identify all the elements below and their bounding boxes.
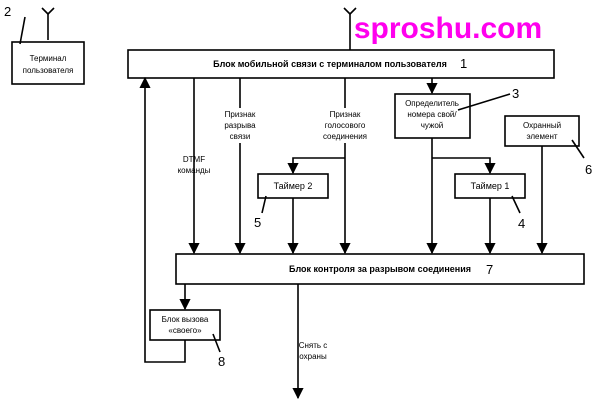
determinant-label-3: чужой (421, 121, 444, 130)
terminal-label-1: Терминал (30, 54, 67, 63)
control-block: Блок контроля за разрывом соединения (175, 253, 585, 285)
timer1-label: Таймер 1 (471, 181, 510, 191)
determinant-label-2: номера свой/ (407, 110, 457, 119)
determinant-block: Определитель номера свой/ чужой (394, 93, 471, 139)
disarm-label-2: охраны (299, 352, 327, 361)
mobile-antenna-icon (343, 7, 357, 50)
control-label: Блок контроля за разрывом соединения (289, 264, 471, 274)
call-block: Блок вызова «своего» (149, 309, 221, 341)
call-number: 8 (218, 354, 225, 369)
call-label-2: «своего» (168, 326, 202, 335)
voice-to-timer2-arrow (287, 157, 345, 175)
voice-label-3: соединения (323, 132, 367, 141)
disarm-label-1: Снять с (299, 341, 328, 350)
terminal-number: 2 (4, 4, 11, 19)
voice-label-1: Признак (330, 110, 361, 119)
security-block: Охранный элемент (504, 115, 580, 147)
control-number: 7 (486, 262, 493, 277)
watermark: sproshu.com (354, 12, 542, 45)
timer1-block: Таймер 1 (454, 173, 526, 199)
mobile-label: Блок мобильной связи с терминалом пользо… (213, 59, 447, 69)
voice-label-2: голосового (325, 121, 366, 130)
determinant-number-leader (457, 93, 511, 111)
security-label-1: Охранный (523, 121, 561, 130)
break-label-2: разрыва (224, 121, 256, 130)
security-number-leader (571, 139, 585, 159)
timer2-number-leader (261, 195, 267, 214)
call-number-leader (212, 333, 221, 353)
timer2-block: Таймер 2 (257, 173, 329, 199)
mobile-number: 1 (460, 56, 467, 71)
feedback-connector (139, 76, 186, 363)
timer2-label: Таймер 2 (274, 181, 313, 191)
call-label-1: Блок вызова (162, 315, 209, 324)
timer1-number: 4 (518, 216, 525, 231)
timer2-number: 5 (254, 215, 261, 230)
terminal-label-2: пользователя (23, 66, 74, 75)
terminal-antenna-icon (41, 7, 55, 40)
terminal-number-leader (19, 16, 26, 45)
security-label-2: элемент (526, 132, 557, 141)
security-number: 6 (585, 162, 592, 177)
break-label-1: Признак (225, 110, 256, 119)
determinant-label-1: Определитель (405, 99, 459, 108)
timer1-number-leader (511, 195, 521, 214)
mobile-block: Блок мобильной связи с терминалом пользо… (127, 49, 555, 79)
break-label-3: связи (230, 132, 251, 141)
determinant-to-timer1-arrow (432, 157, 496, 175)
determinant-number: 3 (512, 86, 519, 101)
terminal-block: Терминал пользователя (11, 41, 85, 85)
